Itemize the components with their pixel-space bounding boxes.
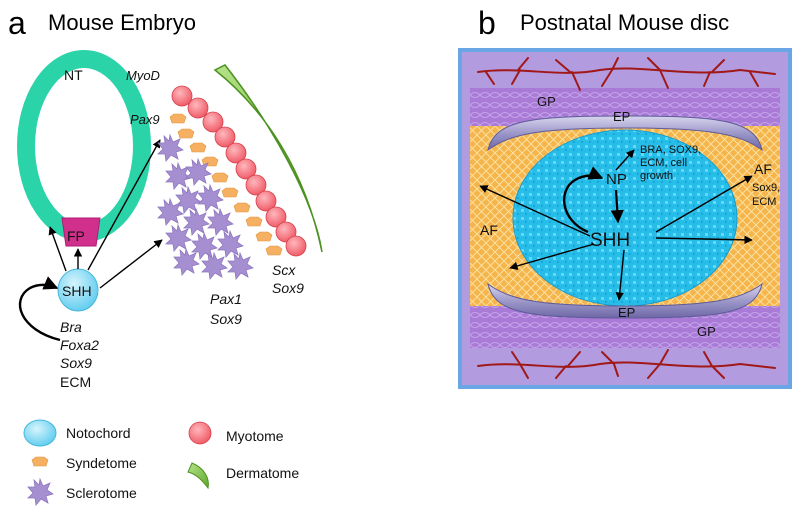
syndetome-cell (245, 216, 263, 227)
legend-notochord-label: Notochord (66, 425, 131, 441)
af-right-genes-line1: Sox9, (752, 182, 780, 194)
np-genes-line2: ECM, cell (640, 157, 687, 169)
np-genes-line3: growth (640, 170, 673, 182)
gene-sox9-left: Sox9 (60, 355, 92, 371)
arrow-np-to-genes (615, 149, 635, 171)
neural-tube (17, 50, 151, 242)
myotome-cell (235, 158, 257, 180)
syndetome-cell (221, 187, 239, 198)
arrow-shh-autoregulation (18, 276, 61, 342)
sclerotome-cell (227, 252, 254, 280)
sclerotome-cell (185, 158, 212, 186)
syndetome-cell (177, 128, 195, 139)
syndetome-cell (255, 231, 273, 242)
sclerotome-cell (183, 208, 210, 236)
legend-dermatome-label: Dermatome (226, 465, 299, 481)
legend-syndetome-label: Syndetome (66, 455, 137, 471)
sclerotome-cell (165, 224, 192, 252)
arrow-shh-to-af-right-top (655, 175, 753, 233)
syndetome-cell (211, 172, 229, 183)
arrow-np-to-shh (610, 189, 624, 224)
myotome-cell (265, 206, 287, 228)
sclerotome-cell (157, 134, 184, 162)
gene-ecm: ECM (60, 374, 91, 390)
myotome-cell (255, 190, 277, 212)
gene-foxa2: Foxa2 (60, 337, 99, 353)
pax9-label: Pax9 (130, 112, 160, 127)
nucleus-pulposus (512, 129, 738, 307)
arrow-shh-to-ep-bottom (615, 249, 625, 301)
panel-a-letter: a (8, 5, 26, 41)
nt-label: NT (64, 67, 83, 83)
vessels-top (477, 57, 776, 91)
legend-myotome-swatch (188, 421, 212, 445)
myotome-cell (187, 97, 209, 119)
panel-a-title: Mouse Embryo (48, 10, 196, 35)
sclerotome-cell (197, 184, 224, 212)
shh-label-a: SHH (62, 283, 92, 299)
legend-syndetome-swatch (31, 456, 49, 467)
gp-top-label: GP (537, 94, 556, 109)
arrow-shh-autoregulation-b (563, 166, 604, 234)
arrow-shh-to-af-left-bottom (509, 243, 595, 270)
legend-sclerotome-swatch (27, 478, 54, 506)
arrow-shh-to-af-left-top (479, 185, 591, 237)
myotome-column (171, 85, 307, 257)
arrow-shh-to-af-right-bottom (655, 235, 753, 245)
syndetome-cell (233, 202, 251, 213)
endplate-bottom (487, 282, 763, 319)
af-right-label: AF (754, 161, 772, 177)
af-left-label: AF (480, 222, 498, 238)
sclerotome-cell (157, 198, 184, 226)
arrow-shh-to-nt (48, 226, 67, 272)
myotome-cell (202, 111, 224, 133)
legend-dermatome-swatch (187, 462, 209, 490)
sox9-mid-label: Sox9 (210, 311, 242, 327)
fp-label: FP (67, 228, 85, 244)
myotome-cell (225, 142, 247, 164)
sclerotome-cell (173, 248, 200, 276)
vessels-bottom (477, 349, 776, 379)
sclerotome-cell (201, 252, 228, 280)
sclerotome-cell (217, 230, 244, 258)
myotome-cell (285, 235, 307, 257)
sclerotome-cell (207, 208, 234, 236)
sclerotome-cell (175, 186, 202, 214)
panel-b-letter: b (478, 5, 496, 41)
arrow-shh-to-sclerotome-mid (99, 239, 163, 289)
legend-notochord-swatch (23, 419, 57, 447)
gp-bottom-label: GP (697, 324, 716, 339)
floor-plate (61, 217, 101, 247)
myotome-cell (171, 85, 193, 107)
legend-myotome-label: Myotome (226, 428, 284, 444)
syndetome-cell (169, 113, 187, 124)
gene-bra: Bra (60, 319, 82, 335)
ep-top-label: EP (613, 109, 630, 124)
scx-label: Scx (272, 262, 296, 278)
legend-sclerotome-label: Sclerotome (66, 485, 137, 501)
arrow-shh-to-sclerotome-top (87, 139, 161, 271)
dermatome (213, 64, 323, 253)
myod-label: MyoD (126, 68, 160, 83)
pax1-label: Pax1 (210, 291, 242, 307)
shh-label-b: SHH (590, 230, 630, 251)
panel-b: b Postnatal Mouse disc (458, 5, 792, 389)
ep-bottom-label: EP (618, 305, 635, 320)
sox9-right-label: Sox9 (272, 280, 304, 296)
syndetome-cell (265, 245, 283, 256)
np-genes-line1: BRA, SOX9, (640, 144, 701, 156)
myotome-cell (245, 174, 267, 196)
endplate-top (487, 115, 763, 152)
af-right-genes-line2: ECM (752, 196, 776, 208)
panel-a: a Mouse Embryo NT FP SHH Bra Foxa2 Sox9 … (8, 5, 323, 506)
legend: Notochord Syndetome Sclerotome Myotome D… (23, 419, 299, 506)
shh-signaling-arrows (479, 149, 753, 301)
myotome-cell (214, 126, 236, 148)
syndetome-cell (189, 142, 207, 153)
np-label: NP (606, 171, 627, 188)
panel-b-title: Postnatal Mouse disc (520, 10, 729, 35)
